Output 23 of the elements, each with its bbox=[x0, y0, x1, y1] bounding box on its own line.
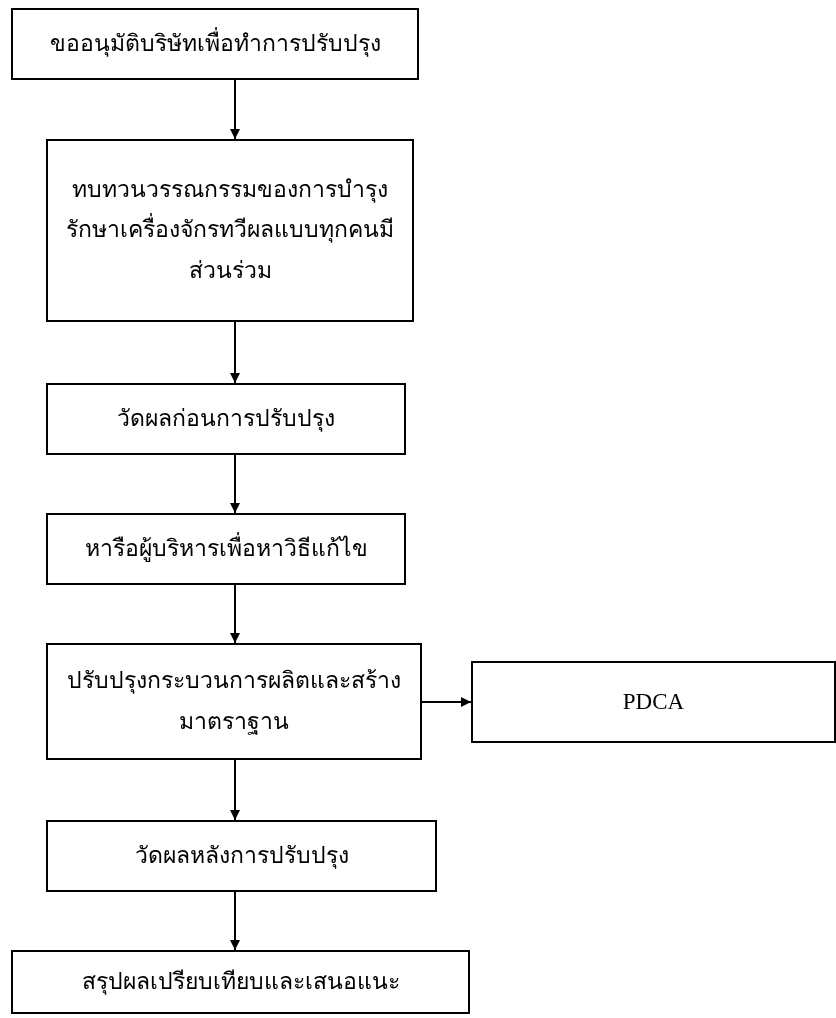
arrow bbox=[230, 759, 240, 821]
arrow bbox=[230, 454, 240, 514]
step-text: วัดผลก่อนการปรับปรุง bbox=[117, 404, 335, 434]
process-box bbox=[46, 139, 414, 322]
step-text: สรุปผลเปรียบเทียบและเสนอแนะ bbox=[81, 967, 400, 997]
process-box bbox=[46, 513, 406, 585]
step-text: หารือผู้บริหารเพื่อหาวิธีแก้ไข bbox=[84, 528, 368, 570]
step-text: ปรับปรุงกระบวนการผลิตและสร้างมาตราฐาน bbox=[66, 667, 402, 737]
step-text: ทบทวนวรรณกรรมของการบำรุงรักษาเครื่องจักรทวีผลแบบทุกคนมีส่วนร่วม bbox=[65, 176, 395, 285]
process-box bbox=[46, 383, 406, 455]
arrow bbox=[230, 321, 240, 384]
process-box bbox=[471, 661, 836, 743]
process-box bbox=[11, 950, 470, 1014]
arrow bbox=[421, 697, 472, 707]
arrow bbox=[230, 79, 240, 140]
step-text: ขออนุมัติบริษัทเพื่อทำการปรับปรุง bbox=[49, 23, 381, 65]
process-box bbox=[46, 643, 422, 760]
process-box bbox=[11, 8, 419, 80]
arrow bbox=[230, 584, 240, 644]
arrow bbox=[230, 891, 240, 951]
step-text: PDCA bbox=[622, 687, 685, 716]
process-box bbox=[46, 820, 437, 892]
step-text: วัดผลหลังการปรับปรุง bbox=[134, 841, 349, 871]
